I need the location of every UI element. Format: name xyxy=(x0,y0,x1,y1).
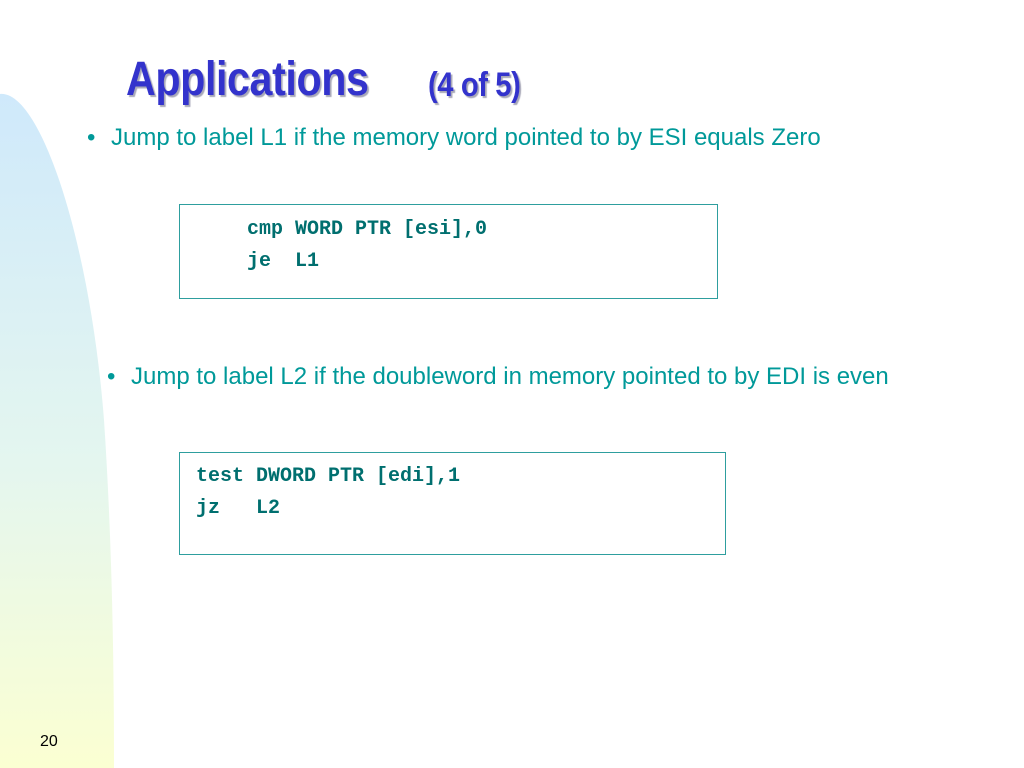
slide-title: Applications (4 of 5) xyxy=(126,52,521,107)
bullet-item-2: • Jump to label L2 if the doubleword in … xyxy=(107,360,937,394)
slide-title-subtitle: (4 of 5) xyxy=(428,66,521,104)
bullet-text: Jump to label L1 if the memory word poin… xyxy=(111,124,821,151)
code-block-1: cmp WORD PTR [esi],0 je L1 xyxy=(179,204,718,299)
code-line: je L1 xyxy=(247,250,320,273)
bullet-marker: • xyxy=(107,363,116,390)
slide-number: 20 xyxy=(40,733,58,750)
bullet-marker: • xyxy=(87,124,96,151)
bullet-item-1: • Jump to label L1 if the memory word po… xyxy=(87,121,947,155)
slide-title-main: Applications xyxy=(126,53,369,106)
bullet-text: Jump to label L2 if the doubleword in me… xyxy=(131,363,889,390)
code-block-2: test DWORD PTR [edi],1 jz L2 xyxy=(179,452,726,555)
code-line: cmp WORD PTR [esi],0 xyxy=(247,218,488,241)
code-line: test DWORD PTR [edi],1 xyxy=(196,465,461,488)
code-line: jz L2 xyxy=(196,497,281,520)
